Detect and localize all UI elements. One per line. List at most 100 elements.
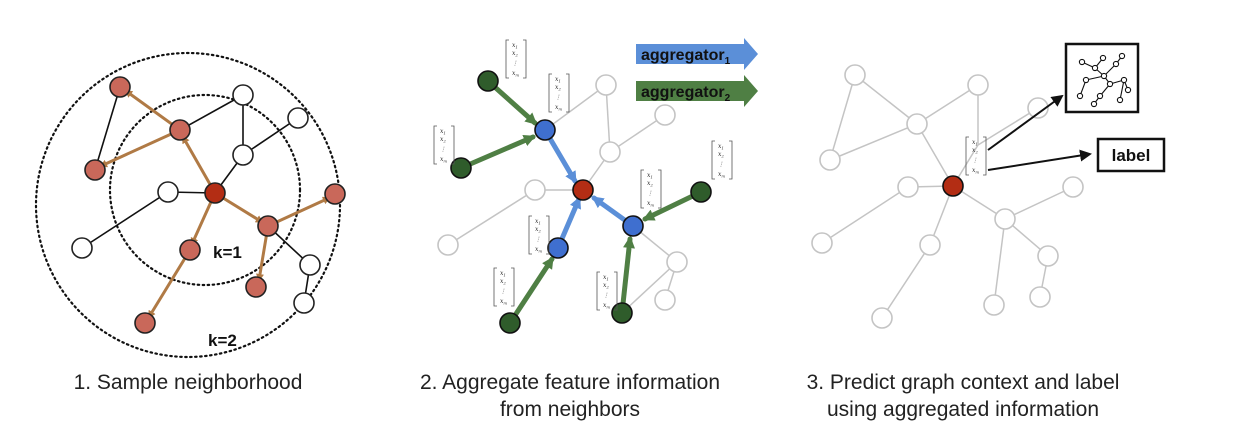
faded-node xyxy=(811,232,833,254)
vector-entry: xm xyxy=(603,302,610,310)
unsampled-node xyxy=(293,292,315,314)
aggregator1-node xyxy=(622,215,644,237)
sampled-node xyxy=(179,239,201,261)
k2-neighborhood-circle xyxy=(34,51,342,359)
vector-entry: x1 xyxy=(718,143,724,151)
vector-entry: ⋮ xyxy=(535,236,541,243)
vector-entry: x2 xyxy=(972,147,978,155)
vector-brackets xyxy=(596,271,618,311)
aggregator2-node xyxy=(499,312,521,334)
unsampled-node xyxy=(299,254,321,276)
vector-entry: xm xyxy=(440,156,447,164)
label-box: label xyxy=(1096,137,1166,173)
panel-3-caption-line-1: 3. Predict graph context and label xyxy=(807,371,1120,394)
aggregator1-node xyxy=(547,237,569,259)
sampled-node xyxy=(324,183,346,205)
panel-1-sample-neighborhood: k=1 k=2 1. Sample neighborhood xyxy=(34,51,346,394)
faded-node xyxy=(595,74,617,96)
unsampled-node xyxy=(71,237,93,259)
unsampled-node xyxy=(232,144,254,166)
vector-entry: x1 xyxy=(500,270,506,278)
unsampled-node xyxy=(232,84,254,106)
panel-3-nodes xyxy=(811,64,1084,329)
panel-3-caption-line-2: using aggregated information xyxy=(827,398,1099,421)
sampled-node xyxy=(134,312,156,334)
vector-entry: ⋮ xyxy=(718,161,724,168)
vector-brackets xyxy=(965,136,987,176)
faded-node xyxy=(599,141,621,163)
vector-entry: xm xyxy=(512,70,519,78)
faded-node xyxy=(654,104,676,126)
vector-entry: xm xyxy=(500,298,507,306)
faded-node xyxy=(983,294,1005,316)
vector-brackets xyxy=(505,39,527,79)
graph-context-box xyxy=(1064,42,1140,114)
faded-node xyxy=(919,234,941,256)
faded-node xyxy=(897,176,919,198)
vector-entry: ⋮ xyxy=(555,94,561,101)
label-box-text: label xyxy=(1112,146,1151,165)
faded-node xyxy=(871,307,893,329)
sampled-node xyxy=(84,159,106,181)
small-graph-icon xyxy=(1076,52,1132,108)
vector-entry: ⋮ xyxy=(512,60,518,67)
target-node xyxy=(942,175,964,197)
vector-entry: x2 xyxy=(718,151,724,159)
aggregator1-legend: aggregator1 xyxy=(636,38,758,70)
aggregator2-node xyxy=(690,181,712,203)
vector-entry: xm xyxy=(535,246,542,254)
vector-entry: x2 xyxy=(603,282,609,290)
vector-entry: ⋮ xyxy=(603,292,609,299)
panel-2-caption-line-1: 2. Aggregate feature information xyxy=(420,371,720,394)
vector-entry: x2 xyxy=(535,226,541,234)
vector-brackets xyxy=(433,125,455,165)
vector-entry: x1 xyxy=(603,274,609,282)
unsampled-node xyxy=(287,107,309,129)
panel-2-aggregate: x1x2⋮xmx1x2⋮xmx1x2⋮xmx1x2⋮xmx1x2⋮xmx1x2⋮… xyxy=(420,38,758,421)
vector-entry: x1 xyxy=(440,128,446,136)
faded-node xyxy=(1027,97,1049,119)
faded-node xyxy=(819,149,841,171)
panel-2-caption-line-2: from neighbors xyxy=(500,398,640,421)
vector-entry: ⋮ xyxy=(972,157,978,164)
panel-3-faded-edges xyxy=(821,74,1074,319)
k1-neighborhood-circle xyxy=(108,93,302,287)
panel-2-aggregator2-arrows xyxy=(458,78,704,326)
aggregator1-node xyxy=(534,119,556,141)
vector-brackets xyxy=(548,73,570,113)
sampled-node xyxy=(169,119,191,141)
unsampled-node xyxy=(157,181,179,203)
vector-entry: x2 xyxy=(647,180,653,188)
vector-entry: x2 xyxy=(440,136,446,144)
aggregator2-node xyxy=(450,157,472,179)
panel-2-feature-vectors: x1x2⋮xmx1x2⋮xmx1x2⋮xmx1x2⋮xmx1x2⋮xmx1x2⋮… xyxy=(433,39,733,311)
aggregator2-label: aggregator2 xyxy=(641,84,731,104)
vector-entry: x1 xyxy=(555,76,561,84)
aggregator1-arrow-shape xyxy=(636,38,758,70)
faded-node xyxy=(1062,176,1084,198)
panel-2-nodes xyxy=(437,70,712,334)
vector-entry: ⋮ xyxy=(500,288,506,295)
vector-entry: ⋮ xyxy=(647,190,653,197)
faded-node xyxy=(437,234,459,256)
aggregator2-arrow-shape xyxy=(636,75,758,107)
k2-label: k=2 xyxy=(208,331,237,350)
vector-brackets xyxy=(711,140,733,180)
vector-entry: x2 xyxy=(500,278,506,286)
panel-3-prediction-arrows xyxy=(987,94,1092,171)
faded-node xyxy=(906,113,928,135)
aggregator2-node xyxy=(611,302,633,324)
k1-label: k=1 xyxy=(213,243,242,262)
